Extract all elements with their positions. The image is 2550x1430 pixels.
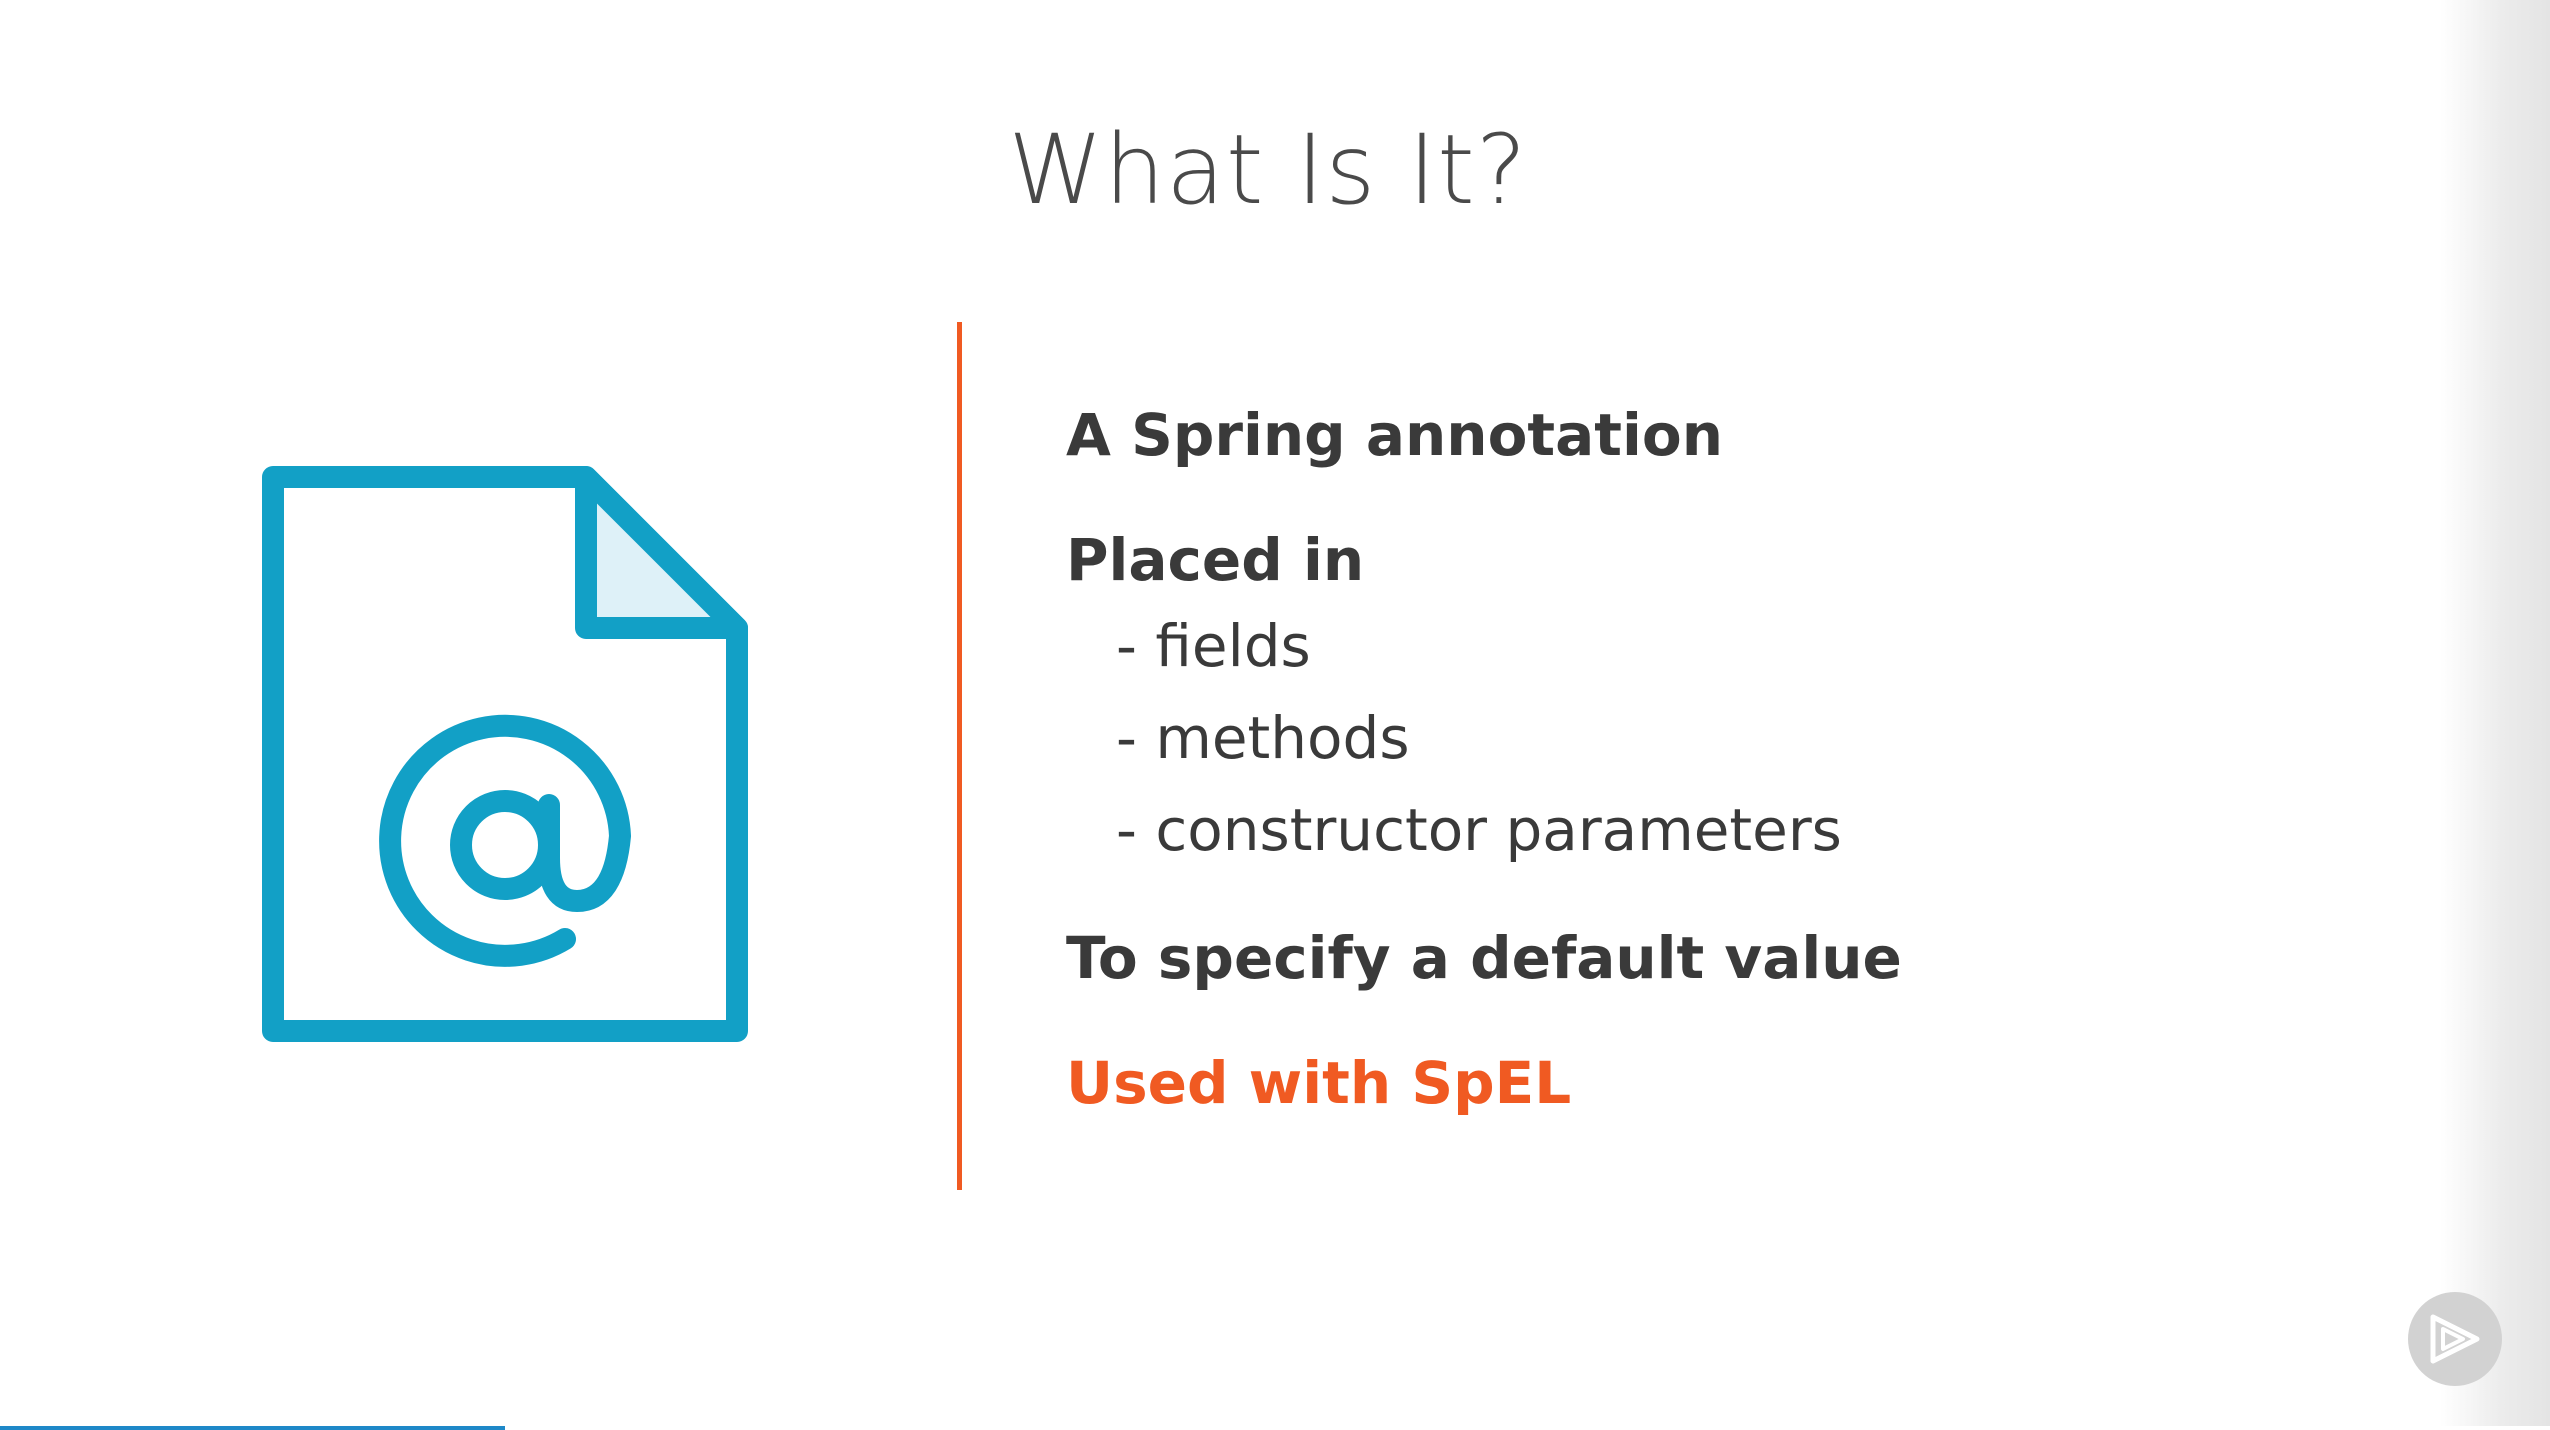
bullet-spring-annotation: A Spring annotation	[1066, 401, 1724, 469]
right-edge-shadow	[2440, 0, 2550, 1430]
slide-title: What Is It?	[1008, 114, 1528, 226]
bullet-list: A Spring annotation Placed in - fields -…	[1066, 395, 2366, 1123]
video-progress-bar[interactable]	[0, 1426, 2550, 1430]
vertical-divider	[957, 322, 962, 1190]
bullet-default-value: To specify a default value	[1066, 924, 1902, 992]
bullet-used-with-spel: Used with SpEL	[1066, 1049, 1572, 1117]
at-sign-icon	[379, 714, 632, 967]
annotation-document-icon	[262, 466, 748, 1042]
bullet-placed-in: Placed in	[1066, 526, 1365, 594]
sub-bullet-constructor-parameters: - constructor parameters	[1116, 796, 1842, 864]
pluralsight-play-icon	[2430, 1314, 2480, 1364]
video-progress-fill	[0, 1426, 505, 1430]
sub-bullet-methods: - methods	[1116, 704, 1410, 772]
player-logo-button[interactable]	[2408, 1292, 2502, 1386]
sub-bullet-fields: - fields	[1116, 612, 1311, 680]
